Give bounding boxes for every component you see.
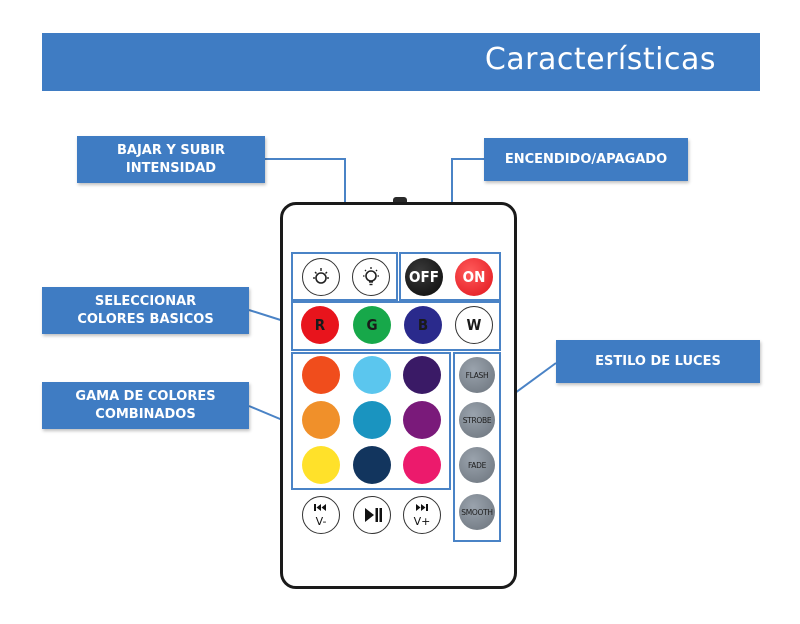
green-button[interactable]: G (353, 306, 391, 344)
page-title: Características (484, 42, 716, 77)
label-power: ENCENDIDO/APAGADO (484, 138, 688, 181)
blue-button-label: B (417, 316, 429, 334)
strobe-button-label: STROBE (462, 415, 492, 425)
red-button-label: R (314, 316, 326, 334)
brightness-up-button[interactable] (352, 258, 390, 296)
flash-button[interactable]: FLASH (459, 357, 495, 393)
label-combined-colors: GAMA DE COLORES COMBINADOS (42, 382, 249, 429)
label-basic-line2: COLORES BASICOS (77, 311, 214, 327)
color-button-3[interactable] (403, 356, 441, 394)
skip-forward-icon (415, 504, 428, 511)
play-pause-button[interactable] (353, 496, 391, 534)
label-basic-colors: SELECCIONAR COLORES BASICOS (42, 287, 249, 334)
green-button-label: G (366, 316, 378, 334)
frame-combined-colors (291, 352, 451, 490)
color-button-5[interactable] (353, 401, 391, 439)
white-button-label: W (466, 316, 482, 334)
label-combined-line2: COMBINADOS (95, 406, 196, 422)
off-button[interactable]: OFF (405, 258, 443, 296)
header-banner: Características (42, 33, 760, 91)
volume-up-label: V+ (413, 515, 431, 528)
label-styles: ESTILO DE LUCES (556, 340, 760, 383)
on-button[interactable]: ON (455, 258, 493, 296)
play-pause-icon (364, 507, 382, 522)
sun-small-icon (313, 268, 329, 284)
label-intensity: BAJAR Y SUBIR INTENSIDAD (77, 136, 265, 183)
white-button[interactable]: W (455, 306, 493, 344)
color-button-8[interactable] (353, 446, 391, 484)
label-intensity-line2: INTENSIDAD (125, 160, 217, 176)
label-power-text: ENCENDIDO/APAGADO (504, 151, 668, 167)
color-button-2[interactable] (353, 356, 391, 394)
frame-basic-colors (291, 301, 501, 351)
remote-ir-nub (393, 197, 407, 203)
label-styles-text: ESTILO DE LUCES (595, 353, 721, 369)
on-button-label: ON (462, 268, 486, 286)
brightness-down-button[interactable] (302, 258, 340, 296)
fade-button-label: FADE (467, 460, 487, 470)
label-intensity-line1: BAJAR Y SUBIR (116, 142, 226, 158)
color-button-4[interactable] (302, 401, 340, 439)
smooth-button[interactable]: SMOOTH (459, 494, 495, 530)
skip-back-icon (313, 504, 326, 511)
label-combined-line1: GAMA DE COLORES (75, 388, 216, 404)
fade-button[interactable]: FADE (459, 447, 495, 483)
next-volume-up-button[interactable]: V+ (403, 496, 441, 534)
smooth-button-label: SMOOTH (461, 507, 493, 517)
frame-power (399, 252, 501, 301)
blue-button[interactable]: B (404, 306, 442, 344)
color-button-6[interactable] (403, 401, 441, 439)
off-button-label: OFF (409, 268, 439, 286)
color-button-1[interactable] (302, 356, 340, 394)
color-button-9[interactable] (403, 446, 441, 484)
frame-styles (453, 352, 501, 542)
bulb-icon (363, 267, 379, 286)
flash-button-label: FLASH (465, 370, 489, 380)
color-button-7[interactable] (302, 446, 340, 484)
volume-down-label: V- (315, 515, 327, 528)
strobe-button[interactable]: STROBE (459, 402, 495, 438)
prev-volume-down-button[interactable]: V- (302, 496, 340, 534)
label-basic-line1: SELECCIONAR (94, 293, 197, 309)
red-button[interactable]: R (301, 306, 339, 344)
frame-intensity (291, 252, 398, 301)
